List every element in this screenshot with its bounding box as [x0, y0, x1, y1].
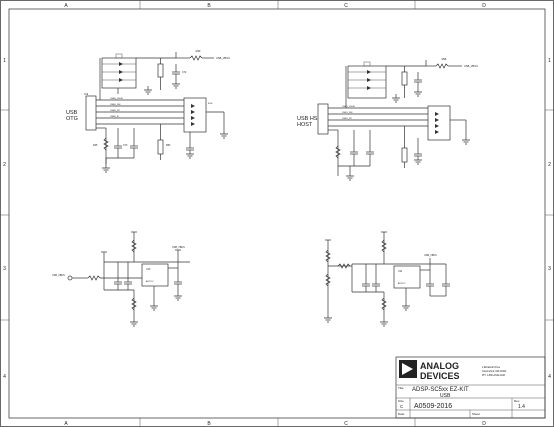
address-phone: PH: 1-800-ANALOGD [482, 374, 506, 377]
title-value: ADSP-SC5xx EZ-KIT [412, 387, 469, 393]
svg-text:USB1_DM: USB1_DM [342, 112, 353, 114]
size-value: C [400, 404, 404, 409]
usb-hs-host-circuit: R96 USB_VBUS USB HS HOST USB1_VBUS USB1_… [297, 57, 478, 181]
svg-text:USB1_VBUS: USB1_VBUS [342, 106, 355, 108]
usb-otg-circuit: R30 USB_VBUS C72 J19 USB OTG USB0_VBUS U… [66, 49, 230, 173]
address-line-2: Chelmsford, MA 01824 [482, 370, 507, 373]
svg-text:USB0_ID: USB0_ID [110, 116, 120, 118]
column-label-top-b: B [207, 3, 211, 9]
column-label-bottom-a: A [64, 421, 68, 427]
svg-text:J19: J19 [84, 92, 89, 96]
svg-text:ADP197: ADP197 [398, 282, 406, 285]
inner-frame [8, 8, 546, 419]
subtitle-value: USB [440, 393, 451, 399]
row-label-left-2: 2 [3, 162, 6, 168]
svg-text:C72: C72 [182, 71, 187, 74]
row-label-left-4: 4 [3, 374, 6, 380]
rev-value: 1.4 [518, 404, 525, 410]
usb-otg-label-line2: OTG [66, 116, 78, 122]
column-label-bottom-b: B [207, 421, 211, 427]
net-label-usb-vbus-1: USB_VBUS [216, 56, 230, 60]
svg-text:USB_VBUS: USB_VBUS [52, 274, 65, 277]
row-label-left-1: 1 [3, 58, 6, 64]
size-label: Size [398, 399, 404, 403]
svg-text:C73: C73 [123, 144, 128, 147]
row-label-right-2: 2 [548, 162, 551, 168]
usb-hs-label-line1: USB HS [297, 116, 318, 122]
row-label-right-1: 1 [548, 58, 551, 64]
sheet-label: Sheet [472, 412, 480, 416]
svg-text:USB0_DM: USB0_DM [110, 104, 121, 106]
net-label-usb-vbus-3: USB_VBUS [172, 246, 185, 249]
title-label: Title [398, 386, 404, 390]
svg-text:R30: R30 [196, 49, 201, 53]
row-label-right-3: 3 [548, 266, 551, 272]
power-switch-circuit-right: U11 ADP197 USB_VBUS [324, 231, 450, 327]
row-label-left-3: 3 [3, 266, 6, 272]
usb-otg-label-line1: USB [66, 110, 78, 116]
rev-label: Rev [514, 399, 520, 403]
title-block: ANALOG DEVICES 2 Elizabeth Drive Chelmsf… [395, 356, 546, 419]
net-label-usb-vbus-4: USB_VBUS [424, 254, 437, 257]
logo-text-devices: DEVICES [420, 371, 460, 381]
svg-text:U11: U11 [398, 270, 403, 273]
date-label: Date [398, 412, 405, 416]
svg-text:R45: R45 [93, 144, 98, 147]
svg-text:ESD: ESD [208, 103, 213, 105]
board-number: A0509-2016 [414, 403, 452, 410]
svg-text:R96: R96 [442, 57, 447, 61]
svg-text:U10: U10 [146, 268, 151, 271]
svg-text:USB0_VBUS: USB0_VBUS [110, 98, 123, 100]
row-label-right-4: 4 [548, 374, 551, 380]
svg-text:ADP197: ADP197 [146, 280, 154, 283]
column-label-bottom-c: C [344, 421, 348, 427]
logo-text-analog: ANALOG [420, 361, 459, 371]
usb-hs-label-line2: HOST [297, 122, 313, 128]
column-label-top-d: D [482, 3, 486, 9]
column-label-top-a: A [64, 3, 68, 9]
svg-text:USB0_DP: USB0_DP [110, 110, 121, 112]
address-line-1: 2 Elizabeth Drive [482, 366, 501, 369]
power-switch-circuit-left: USB_VBUS U10 ADP197 USB_VBUS [52, 231, 190, 327]
net-label-usb-vbus-2: USB_VBUS [464, 64, 478, 68]
svg-text:USB1_DP: USB1_DP [342, 118, 353, 120]
column-label-bottom-d: D [482, 421, 486, 427]
svg-text:FB3: FB3 [166, 144, 171, 147]
column-label-top-c: C [344, 3, 348, 9]
